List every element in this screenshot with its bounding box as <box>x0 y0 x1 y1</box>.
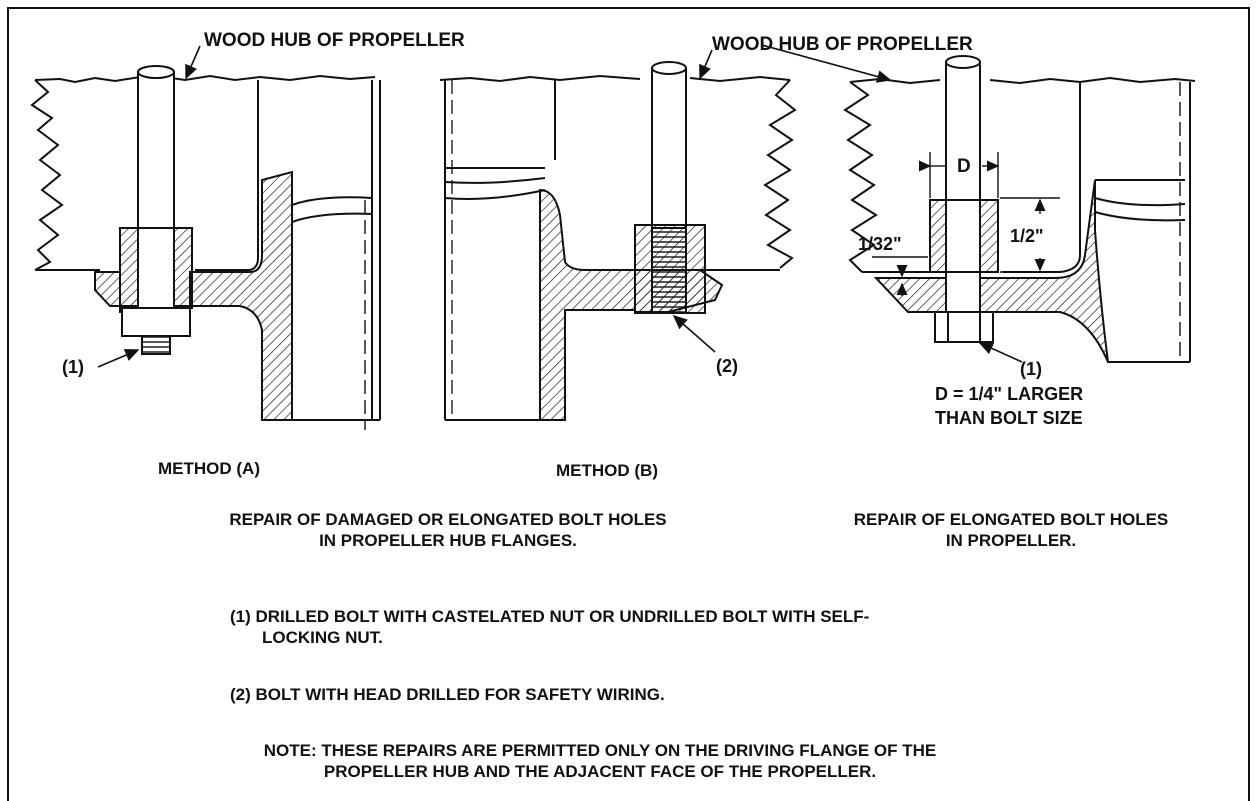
dimension-half-inch-label: 1/2" <box>1010 226 1044 246</box>
note-3-line2: PROPELLER HUB AND THE ADJACENT FACE OF T… <box>323 762 877 781</box>
d-note-line1: D = 1/4" LARGER <box>935 384 1083 404</box>
note-1-line2: LOCKING NUT. <box>262 628 383 647</box>
d-note-line2: THAN BOLT SIZE <box>935 408 1083 428</box>
callout-1-method-a: (1) <box>62 357 84 377</box>
method-a-drawing <box>30 65 381 430</box>
label-wood-hub-left: WOOD HUB OF PROPELLER <box>204 30 465 51</box>
caption-repair-hub: REPAIR OF DAMAGED OR ELONGATED BOLT HOLE… <box>128 509 768 551</box>
callout-1-elongated: (1) <box>1020 359 1042 379</box>
method-b-drawing <box>439 61 797 421</box>
note-3-line1: NOTE: THESE REPAIRS ARE PERMITTED ONLY O… <box>263 741 937 760</box>
caption-repair-propeller: REPAIR OF ELONGATED BOLT HOLES IN PROPEL… <box>786 509 1236 551</box>
note-2: (2) BOLT WITH HEAD DRILLED FOR SAFETY WI… <box>230 685 665 704</box>
note-1: (1) DRILLED BOLT WITH CASTELATED NUT OR … <box>230 606 1170 648</box>
note-1-line1: (1) DRILLED BOLT WITH CASTELATED NUT OR … <box>230 607 870 626</box>
callout-2-method-b: (2) <box>716 356 738 376</box>
dimension-1-32-label: 1/32" <box>858 234 902 254</box>
wood-hub-leaders <box>185 44 892 83</box>
note-3: NOTE: THESE REPAIRS ARE PERMITTED ONLY O… <box>210 740 990 782</box>
figure-frame <box>7 7 1250 801</box>
caption-repair-propeller-line1: REPAIR OF ELONGATED BOLT HOLES <box>853 510 1169 529</box>
caption-method-a: METHOD (A) <box>158 459 260 478</box>
caption-repair-hub-line2: IN PROPELLER HUB FLANGES. <box>319 531 577 550</box>
caption-repair-hub-line1: REPAIR OF DAMAGED OR ELONGATED BOLT HOLE… <box>229 510 667 529</box>
dimension-d-label: D <box>957 156 971 177</box>
label-wood-hub-right: WOOD HUB OF PROPELLER <box>712 34 973 55</box>
caption-repair-propeller-line2: IN PROPELLER. <box>945 531 1077 550</box>
caption-method-b: METHOD (B) <box>556 461 658 480</box>
elongated-hole-drawing <box>843 55 1196 363</box>
